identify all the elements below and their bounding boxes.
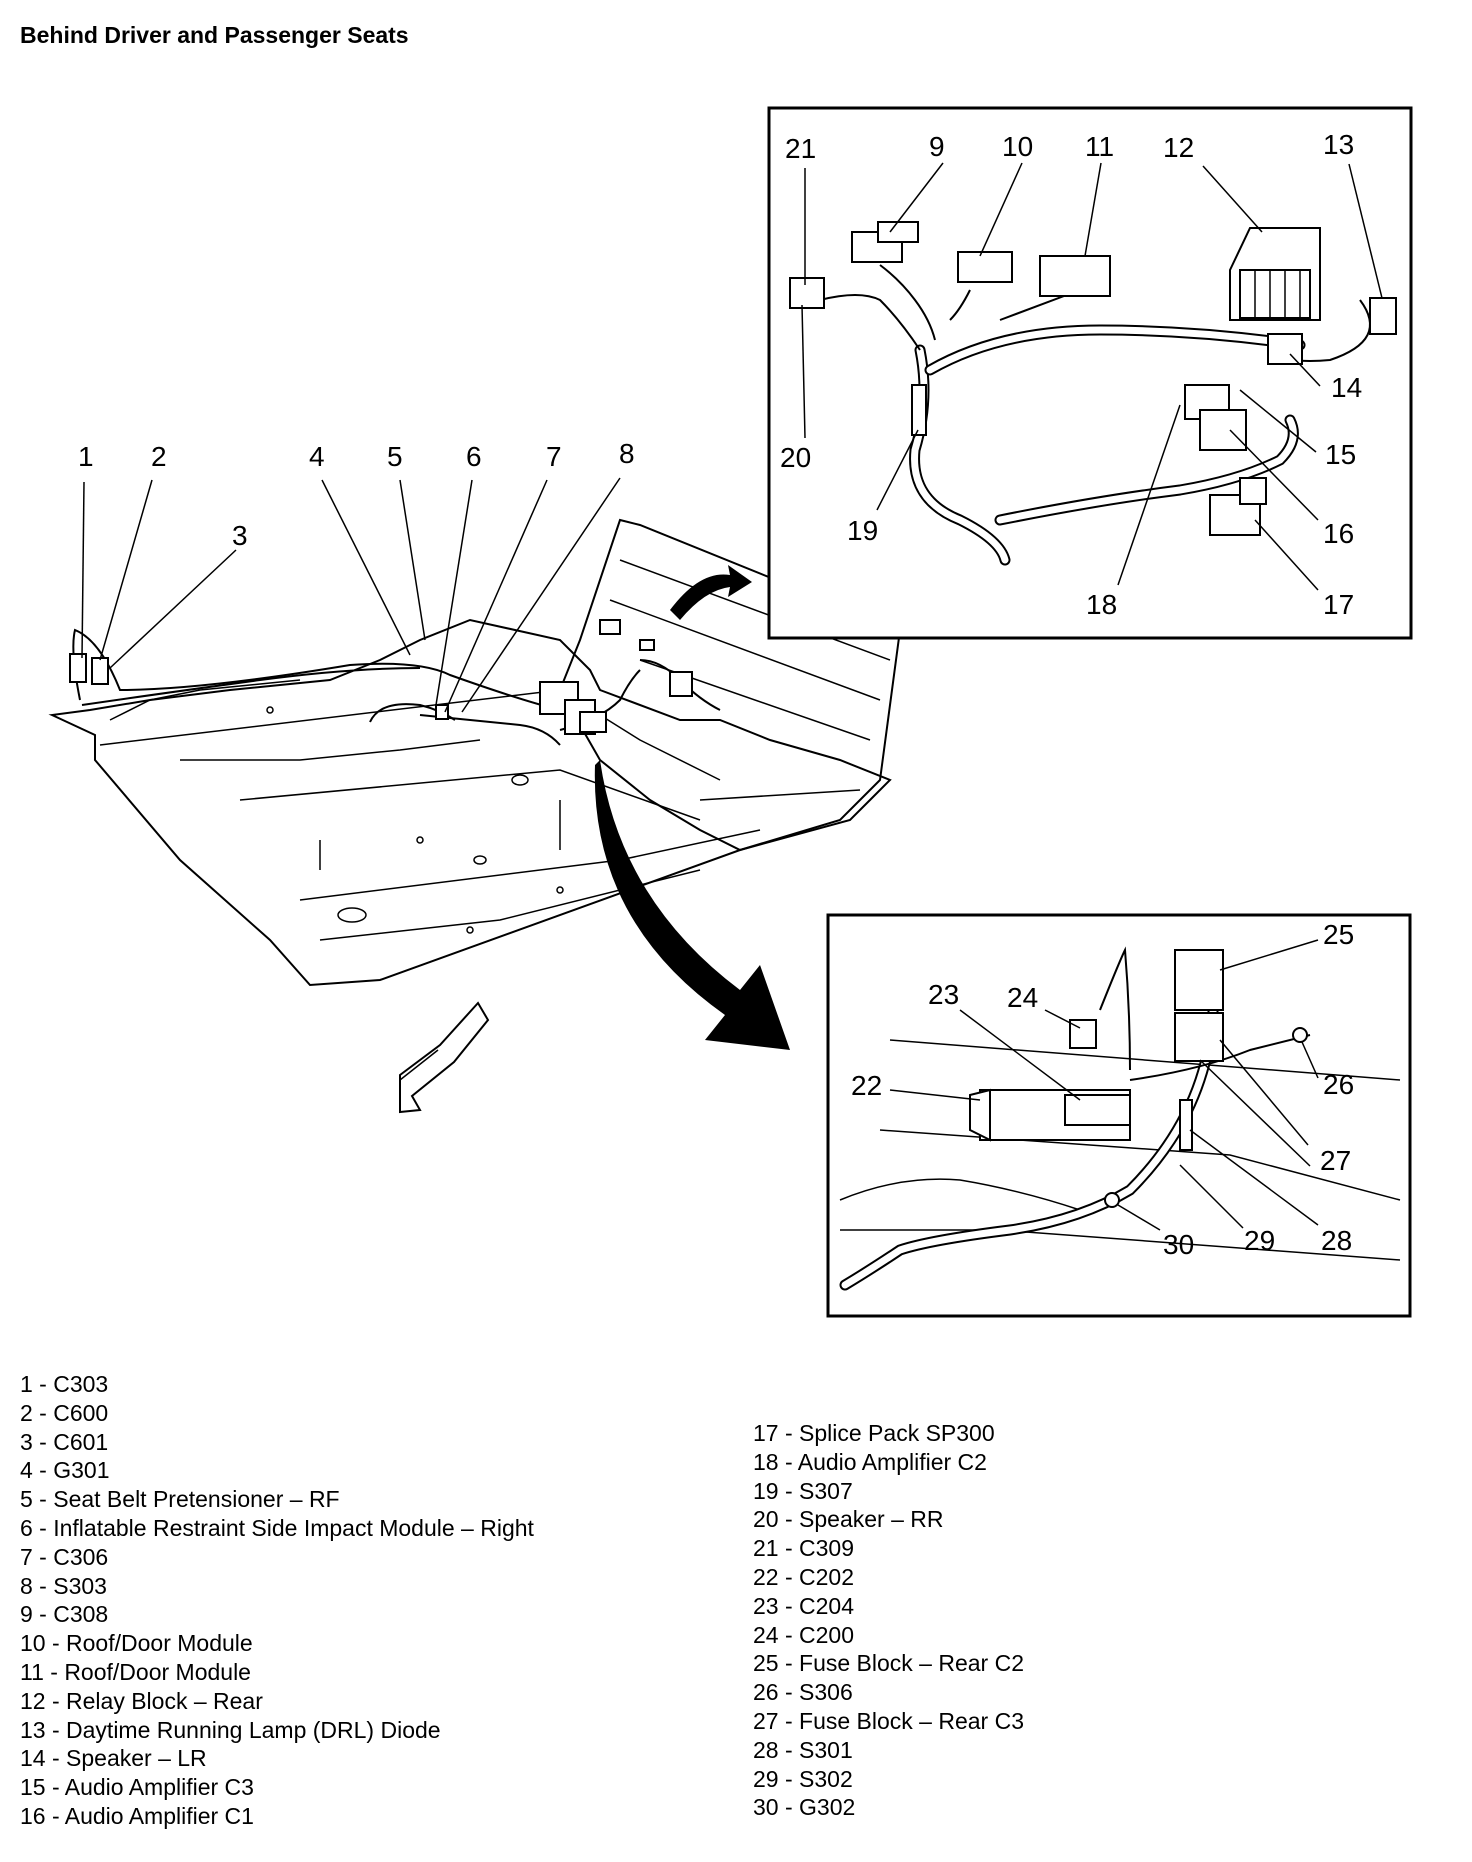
callout-28: 28 <box>1321 1225 1352 1256</box>
legend-item: 11 - Roof/Door Module <box>20 1658 251 1685</box>
main-leader-lines <box>81 477 621 713</box>
legend-item: 25 - Fuse Block – Rear C2 <box>753 1650 1025 1677</box>
legend-item: 10 - Roof/Door Module <box>20 1630 253 1657</box>
callout-4: 4 <box>309 441 325 472</box>
legend-item: 23 - C204 <box>753 1592 855 1619</box>
callout-15: 15 <box>1325 439 1356 470</box>
callout-21: 21 <box>785 133 816 164</box>
callout-16: 16 <box>1323 518 1354 549</box>
legend-item: 5 - Seat Belt Pretensioner – RF <box>20 1486 340 1513</box>
legend-item: 29 - S302 <box>753 1765 853 1792</box>
callout-numbers: 1 2 3 4 5 6 7 8 9 10 11 12 13 14 15 16 1… <box>78 129 1362 1260</box>
legend-item: 22 - C202 <box>753 1563 855 1590</box>
callout-30: 30 <box>1163 1229 1194 1260</box>
legend-item: 1 - C303 <box>20 1371 109 1397</box>
callout-6: 6 <box>466 441 482 472</box>
inset-top <box>767 106 1413 640</box>
legend-item: 26 - S306 <box>753 1679 853 1706</box>
callout-9: 9 <box>929 131 945 162</box>
inset-bottom <box>826 913 1412 1318</box>
callout-2: 2 <box>151 441 167 472</box>
legend-item: 21 - C309 <box>753 1535 855 1562</box>
legend-item: 16 - Audio Amplifier C1 <box>20 1802 254 1829</box>
callout-23: 23 <box>928 979 959 1010</box>
callout-7: 7 <box>546 441 562 472</box>
callout-3: 3 <box>232 520 248 551</box>
legend-item: 2 - C600 <box>20 1399 109 1426</box>
floor-pan-illustration <box>48 518 902 1114</box>
legend-item: 9 - C308 <box>20 1601 109 1628</box>
callout-13: 13 <box>1323 129 1354 160</box>
legend-item: 24 - C200 <box>753 1621 855 1648</box>
callout-27: 27 <box>1320 1145 1351 1176</box>
callout-11: 11 <box>1085 131 1114 162</box>
legend-item: 6 - Inflatable Restraint Side Impact Mod… <box>20 1514 534 1541</box>
legend-item: 15 - Audio Amplifier C3 <box>20 1774 254 1801</box>
callout-10: 10 <box>1002 131 1033 162</box>
legend-item: 27 - Fuse Block – Rear C3 <box>753 1707 1025 1734</box>
callout-14: 14 <box>1331 372 1362 403</box>
legend-item: 12 - Relay Block – Rear <box>20 1687 263 1714</box>
callout-24: 24 <box>1007 982 1038 1013</box>
legend-item: 8 - S303 <box>20 1572 107 1599</box>
legend-item: 13 - Daytime Running Lamp (DRL) Diode <box>20 1716 441 1743</box>
callout-22: 22 <box>851 1070 882 1101</box>
callout-12: 12 <box>1163 132 1194 163</box>
callout-17: 17 <box>1323 589 1354 620</box>
legend-item: 30 - G302 <box>753 1794 856 1821</box>
legend-item: 3 - C601 <box>20 1428 109 1455</box>
callout-19: 19 <box>847 515 878 546</box>
legend-item: 18 - Audio Amplifier C2 <box>753 1448 987 1475</box>
legend-item: 28 - S301 <box>753 1736 853 1763</box>
legend-left: 1 - C303 2 - C600 3 - C601 4 - G301 5 - … <box>20 1370 534 1831</box>
callout-8: 8 <box>619 438 635 469</box>
callout-20: 20 <box>780 442 811 473</box>
callout-25: 25 <box>1323 919 1354 950</box>
legend-item: 20 - Speaker – RR <box>753 1506 944 1533</box>
callout-18: 18 <box>1086 589 1117 620</box>
legend-item: 19 - S307 <box>753 1477 853 1504</box>
callout-29: 29 <box>1244 1225 1275 1256</box>
callout-26: 26 <box>1323 1069 1354 1100</box>
legend-item: 17 - Splice Pack SP300 <box>753 1420 995 1446</box>
diagram-title: Behind Driver and Passenger Seats <box>20 22 409 48</box>
legend-item: 4 - G301 <box>20 1457 110 1484</box>
callout-1: 1 <box>78 441 94 472</box>
legend-item: 7 - C306 <box>20 1543 109 1570</box>
legend-item: 14 - Speaker – LR <box>20 1745 207 1772</box>
callout-5: 5 <box>387 441 403 472</box>
legend-right: 17 - Splice Pack SP300 18 - Audio Amplif… <box>753 1419 1024 1822</box>
